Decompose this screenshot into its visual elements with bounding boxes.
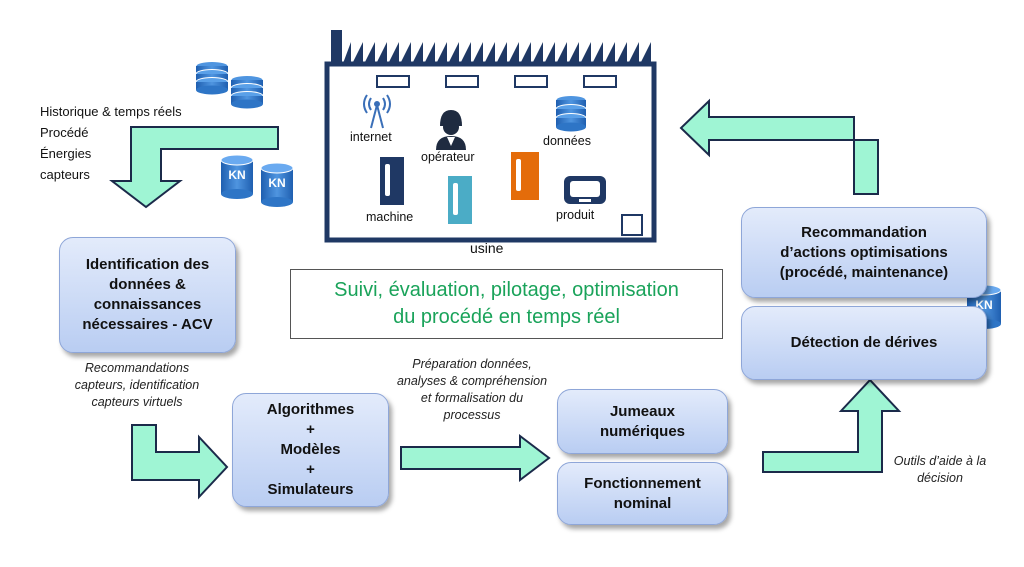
box-detection: Détection de dérives — [741, 306, 987, 380]
operator-icon — [436, 110, 466, 150]
note-outils: Outils d’aide à la décision — [893, 454, 987, 485]
antenna-icon — [363, 94, 391, 129]
note-preparation: Préparation données, analyses & compréhe… — [396, 357, 548, 422]
factory-label-internet: internet — [350, 130, 392, 144]
database-icon — [555, 95, 587, 132]
machine-icon — [380, 152, 539, 224]
factory-label-machine: machine — [366, 210, 414, 224]
factory-label-donnees: données — [543, 134, 591, 148]
factory-label-usine: usine — [470, 240, 504, 256]
database-icon — [195, 61, 229, 95]
note-capteurs: Recommandations capteurs, identification… — [74, 361, 200, 409]
kn-label: KN — [228, 168, 246, 182]
database-icon — [230, 75, 264, 109]
factory-label-operateur: opérateur — [421, 150, 475, 164]
center-statement: Suivi, évaluation, pilotage, optimisatio… — [290, 269, 723, 339]
box-recommandation: Recommandation d’actions optimisations (… — [741, 207, 987, 298]
kn-database-icon — [220, 154, 254, 199]
box-fonctionnement: Fonctionnement nominal — [557, 462, 728, 525]
box-algorithmes: Algorithmes + Modèles + Simulateurs — [232, 393, 389, 507]
kn-database-icon — [260, 162, 294, 207]
factory-label-produit: produit — [556, 208, 595, 222]
input-procede: Procédé — [40, 125, 89, 140]
kn-label: KN — [499, 131, 517, 145]
input-energies: Énergies — [40, 146, 92, 161]
input-historique: Historique & temps réels — [40, 104, 182, 119]
box-jumeaux: Jumeaux numériques — [557, 389, 728, 454]
factory-icon — [324, 30, 657, 243]
monitor-icon — [564, 176, 606, 204]
input-capteurs: capteurs — [40, 167, 90, 182]
input-list: Historique & temps réels Procédé Énergie… — [40, 101, 182, 185]
flow-arrow — [109, 98, 902, 500]
box-identification: Identification des données & connaissanc… — [59, 237, 236, 353]
kn-label: KN — [268, 176, 286, 190]
